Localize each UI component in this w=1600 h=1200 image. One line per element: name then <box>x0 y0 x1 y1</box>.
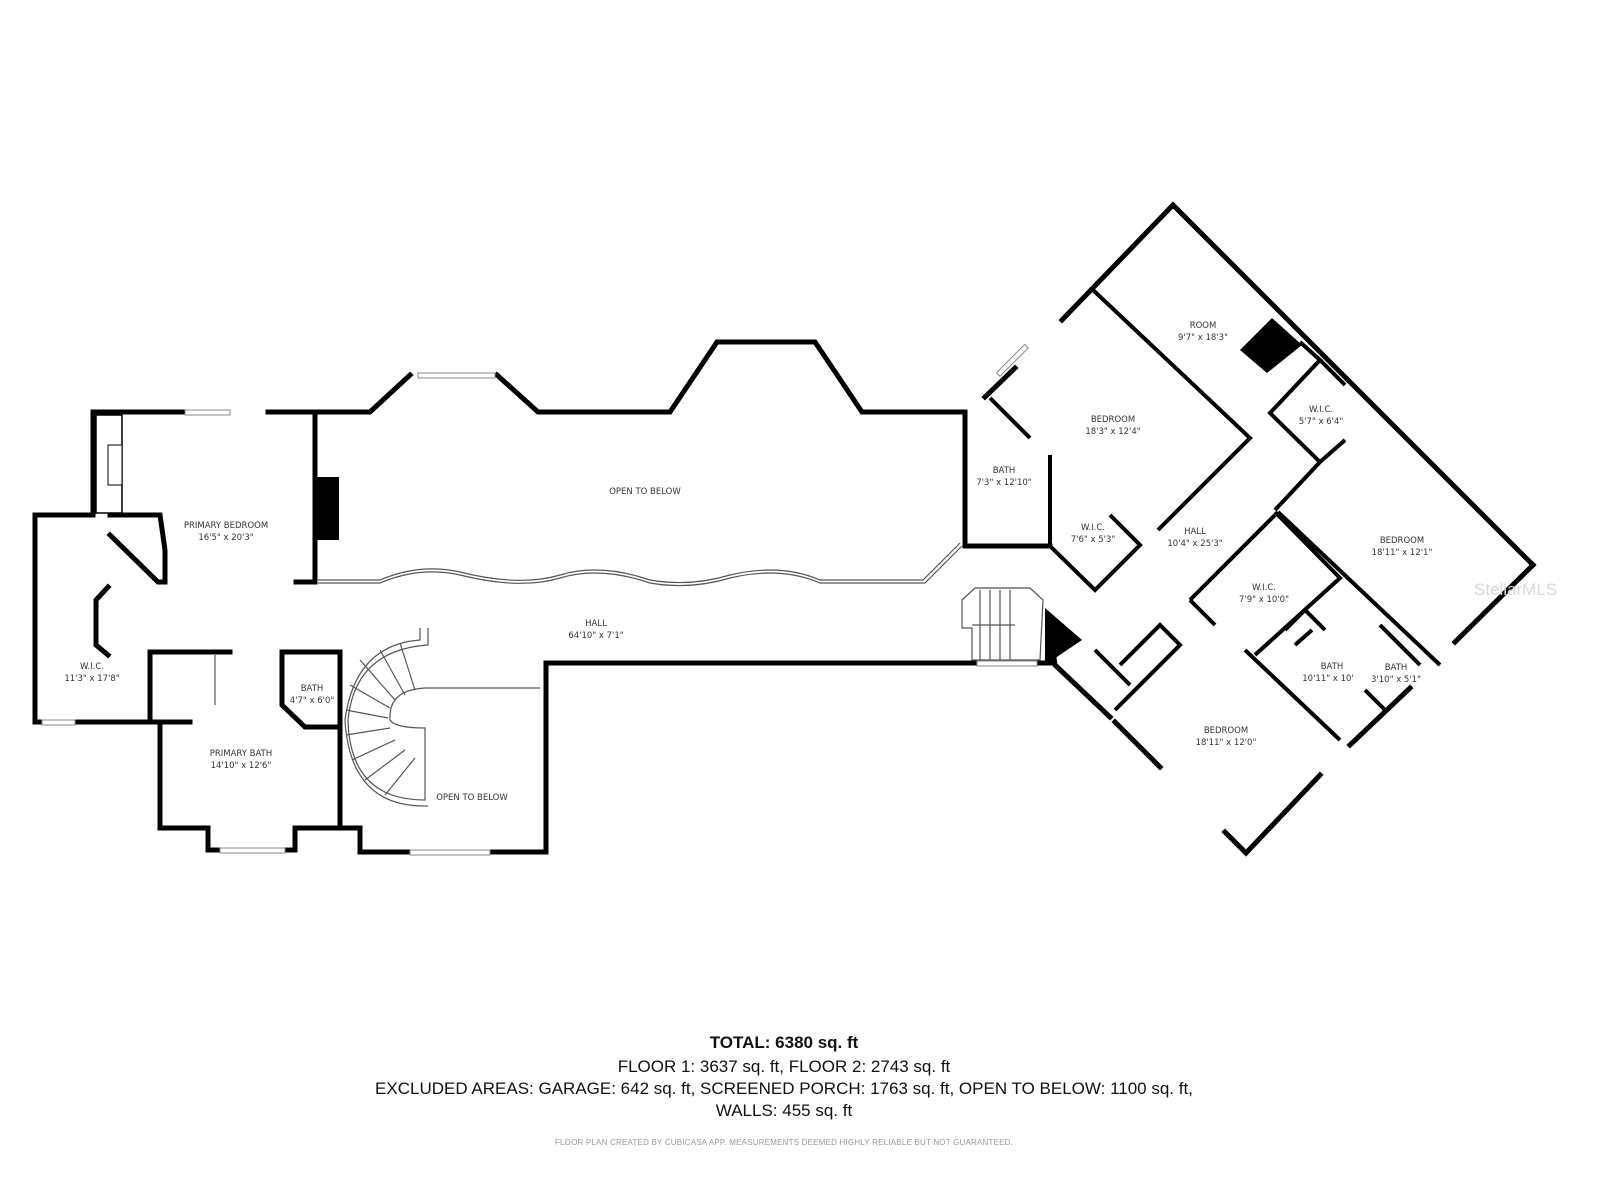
room-name: W.I.C. <box>1081 523 1105 533</box>
walls-left-wing <box>32 339 1053 856</box>
room-size: 16'5" x 20'3" <box>198 533 253 543</box>
room-size: 10'4" x 25'3" <box>1167 539 1222 549</box>
watermark: StellarMLS <box>1474 580 1558 599</box>
room-size: 7'9" x 10'0" <box>1239 595 1289 605</box>
floor-areas: FLOOR 1: 3637 sq. ft, FLOOR 2: 2743 sq. … <box>617 1057 951 1076</box>
walls-area: WALLS: 455 sq. ft <box>715 1101 853 1120</box>
room-size: 11'3" x 17'8" <box>64 674 119 684</box>
room-name: BATH <box>993 466 1016 476</box>
room-size: 7'6" x 5'3" <box>1071 535 1116 545</box>
room-name: W.I.C. <box>1252 583 1276 593</box>
room-name: HALL <box>585 619 607 629</box>
room-name: BEDROOM <box>1204 726 1248 736</box>
room-name: ROOM <box>1190 321 1217 331</box>
room-name: PRIMARY BATH <box>210 749 273 759</box>
disclaimer: FLOOR PLAN CREATED BY CUBICASA APP. MEAS… <box>554 1138 1014 1147</box>
straight-stair-treads <box>972 590 1015 660</box>
excluded-areas: EXCLUDED AREAS: GARAGE: 642 sq. ft, SCRE… <box>375 1079 1193 1098</box>
room-size: 18'11" x 12'1" <box>1372 548 1433 558</box>
room-name: W.I.C. <box>1309 405 1333 415</box>
room-name: OPEN TO BELOW <box>609 487 681 497</box>
room-size: 18'11" x 12'0" <box>1196 738 1257 748</box>
room-size: 9'7" x 18'3" <box>1178 333 1228 343</box>
room-name: BATH <box>1385 663 1408 673</box>
room-size: 64'10" x 7'1" <box>568 631 623 641</box>
room-size: 7'3" x 12'10" <box>976 478 1031 488</box>
stairs-and-railings <box>318 542 1044 807</box>
total-area: TOTAL: 6380 sq. ft <box>709 1033 859 1052</box>
room-name: BATH <box>1321 662 1344 672</box>
room-name: BEDROOM <box>1380 536 1424 546</box>
room-size: 5'7" x 6'4" <box>1299 417 1344 427</box>
room-name: OPEN TO BELOW <box>436 793 508 803</box>
room-size: 14'10" x 12'6" <box>211 761 272 771</box>
room-name: HALL <box>1184 527 1206 537</box>
room-labels: PRIMARY BEDROOM 16'5" x 20'3" W.I.C. 11'… <box>64 321 1432 803</box>
room-size: 4'7" x 6'0" <box>290 696 335 706</box>
room-size: 3'10" x 5'1" <box>1371 675 1421 685</box>
spiral-stair-treads <box>345 642 416 796</box>
room-name: PRIMARY BEDROOM <box>184 521 268 531</box>
room-size: 18'3" x 12'4" <box>1085 427 1140 437</box>
room-name: BATH <box>301 684 324 694</box>
room-size: 10'11" x 10' <box>1302 674 1353 684</box>
room-name: W.I.C. <box>80 662 104 672</box>
walls-right-wing <box>981 201 1537 857</box>
room-name: BEDROOM <box>1091 415 1135 425</box>
